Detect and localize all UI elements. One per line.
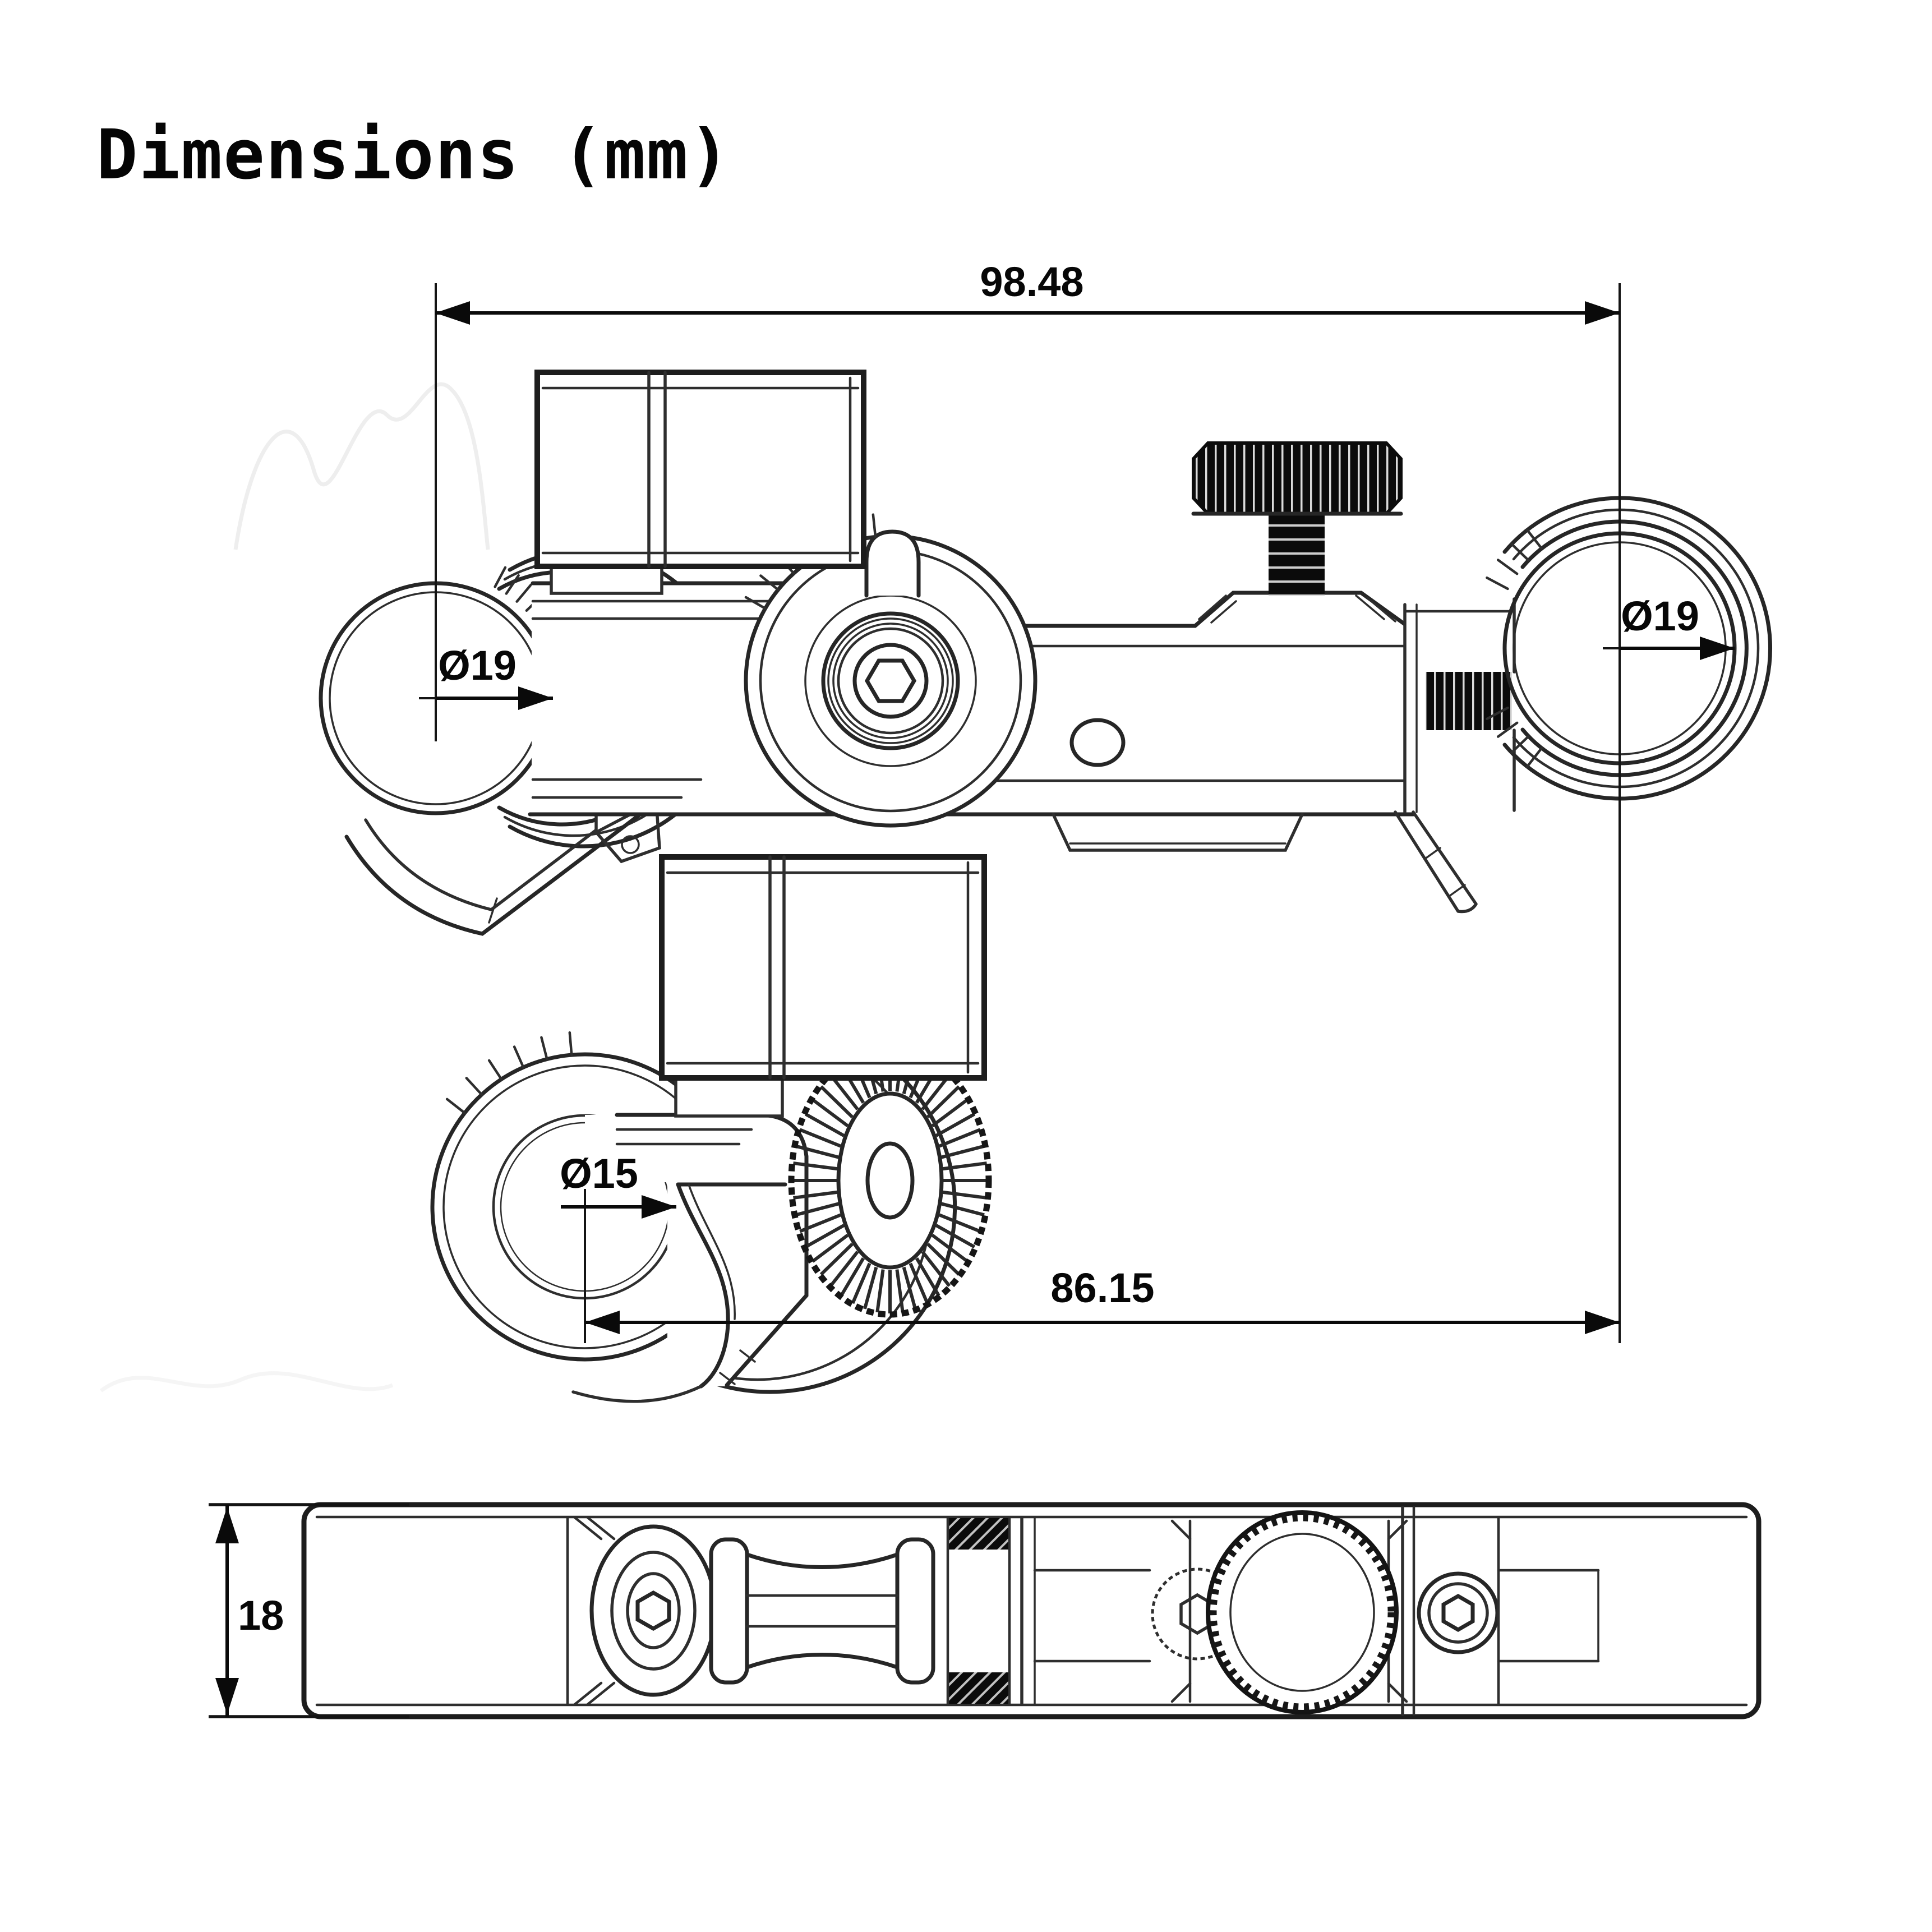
boss-ear: [864, 529, 921, 598]
side-spool-link: [709, 1537, 935, 1685]
dim-right-bore: Ø19: [1603, 593, 1735, 660]
rosette-knob: [788, 1043, 992, 1318]
dimension-annotations: 98.48 Ø19 Ø19 Ø15 86.15: [209, 259, 1735, 1718]
through-hole: [1069, 718, 1126, 767]
side-view-edge-lines: [315, 1515, 1748, 1707]
front-body: [571, 1113, 809, 1403]
side-pivot-screw: [589, 1524, 717, 1697]
dim-front-bore: Ø15: [560, 1150, 676, 1219]
knob-neck: [674, 1076, 784, 1118]
top-thumbscrew: [1191, 441, 1403, 596]
shell-serration: [445, 1031, 573, 1114]
ring-serration-lower: [1486, 706, 1543, 768]
side-lock-screw: [1417, 1516, 1600, 1706]
top-view: [319, 370, 1772, 936]
mount-tab: [1052, 813, 1304, 852]
side-thread-section: [946, 1516, 1151, 1706]
left-lock-knob: [534, 370, 866, 595]
thumbwheel-teeth: [1208, 1513, 1396, 1712]
ring-serration: [1486, 528, 1543, 591]
side-view-body: [301, 1502, 1762, 1719]
thumbscrew-head: [1192, 441, 1403, 515]
thumbscrew-shaft: [1269, 511, 1325, 596]
right-clamp-block: [1394, 597, 1516, 914]
thumbwheel: [1206, 1510, 1399, 1714]
side-thumbscrew-thread: [1426, 672, 1512, 730]
front-lock-knob: [659, 854, 987, 1118]
dim-side-height: 18: [209, 1503, 409, 1718]
hex-socket-icon: [1441, 1593, 1475, 1633]
dim-label-top-overall: 98.48: [980, 259, 1083, 305]
center-pivot-boss: [734, 513, 1038, 828]
side-thumbwheel-assembly: [1151, 1506, 1415, 1716]
rosette-bore: [865, 1141, 915, 1220]
dim-label-front-span: 86.15: [1050, 1265, 1154, 1311]
side-view: [301, 1502, 1762, 1719]
dim-label-side-height: 18: [238, 1592, 284, 1639]
right-jaw-lever: [1394, 810, 1478, 914]
knurled-edge-top: [948, 1518, 1009, 1550]
knob-neck: [550, 564, 663, 595]
knurled-edge-bottom: [948, 1672, 1009, 1704]
hex-socket-icon: [864, 658, 917, 703]
page-title: Dimensions (mm): [96, 115, 731, 195]
dim-front-span: 86.15: [585, 1265, 1620, 1334]
dim-top-overall: 98.48: [435, 259, 1620, 325]
dim-left-bore: Ø19: [419, 642, 553, 710]
hex-socket-icon: [635, 1590, 671, 1631]
dim-label-right-bore: Ø19: [1621, 593, 1699, 639]
dim-label-front-bore: Ø15: [560, 1150, 638, 1197]
rosette-teeth: [788, 1043, 992, 1318]
watermark: [99, 382, 490, 1392]
front-view: [430, 854, 992, 1403]
dim-label-left-bore: Ø19: [438, 642, 517, 689]
